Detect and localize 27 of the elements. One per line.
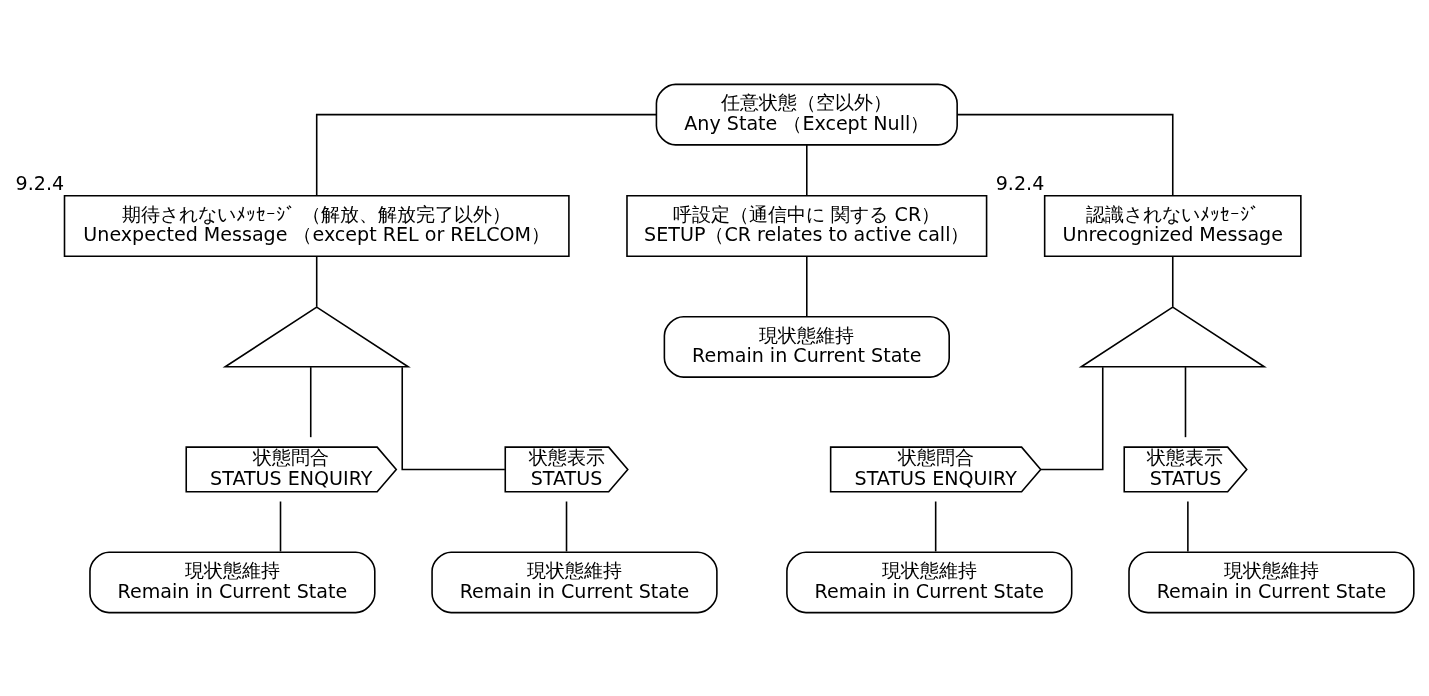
connector [806, 255, 808, 317]
node-label: 9.2.4 [995, 171, 1045, 195]
connector [1187, 500, 1189, 552]
connector [279, 500, 282, 552]
node-box: 期待されないﾒｯｾｰｼﾞ （解放、解放完了以外） Unexpected Message （except REL or RELCOM） [63, 194, 570, 257]
node-box: 呼設定（通信中に 関する CR） SETUP（CR relates to active call） [626, 194, 988, 257]
connector [1040, 365, 1104, 470]
node-label: 9.2.4 [15, 171, 65, 195]
node-box: 現状態維持 Remain in Current State [786, 550, 1073, 613]
connector [315, 255, 318, 308]
connector [309, 365, 312, 438]
connector [806, 143, 808, 196]
node-triangle [1078, 305, 1267, 368]
connector [565, 500, 568, 552]
connector [1171, 255, 1174, 308]
connector [934, 500, 937, 552]
node-box: 現状態維持 Remain in Current State [663, 315, 950, 378]
node-box: 現状態維持 Remain in Current State [1128, 550, 1415, 613]
connector [956, 113, 1174, 196]
node-box: 現状態維持 Remain in Current State [89, 550, 376, 613]
node-box: 任意状態（空以外） Any State （Except Null） [655, 83, 958, 146]
node-triangle [222, 305, 411, 368]
node-box: 認識されないﾒｯｾｰｼﾞ Unrecognized Message [1043, 194, 1302, 257]
connector [315, 113, 658, 196]
node-box: 現状態維持 Remain in Current State [431, 550, 718, 613]
connector [1184, 365, 1187, 438]
connector [401, 365, 506, 470]
